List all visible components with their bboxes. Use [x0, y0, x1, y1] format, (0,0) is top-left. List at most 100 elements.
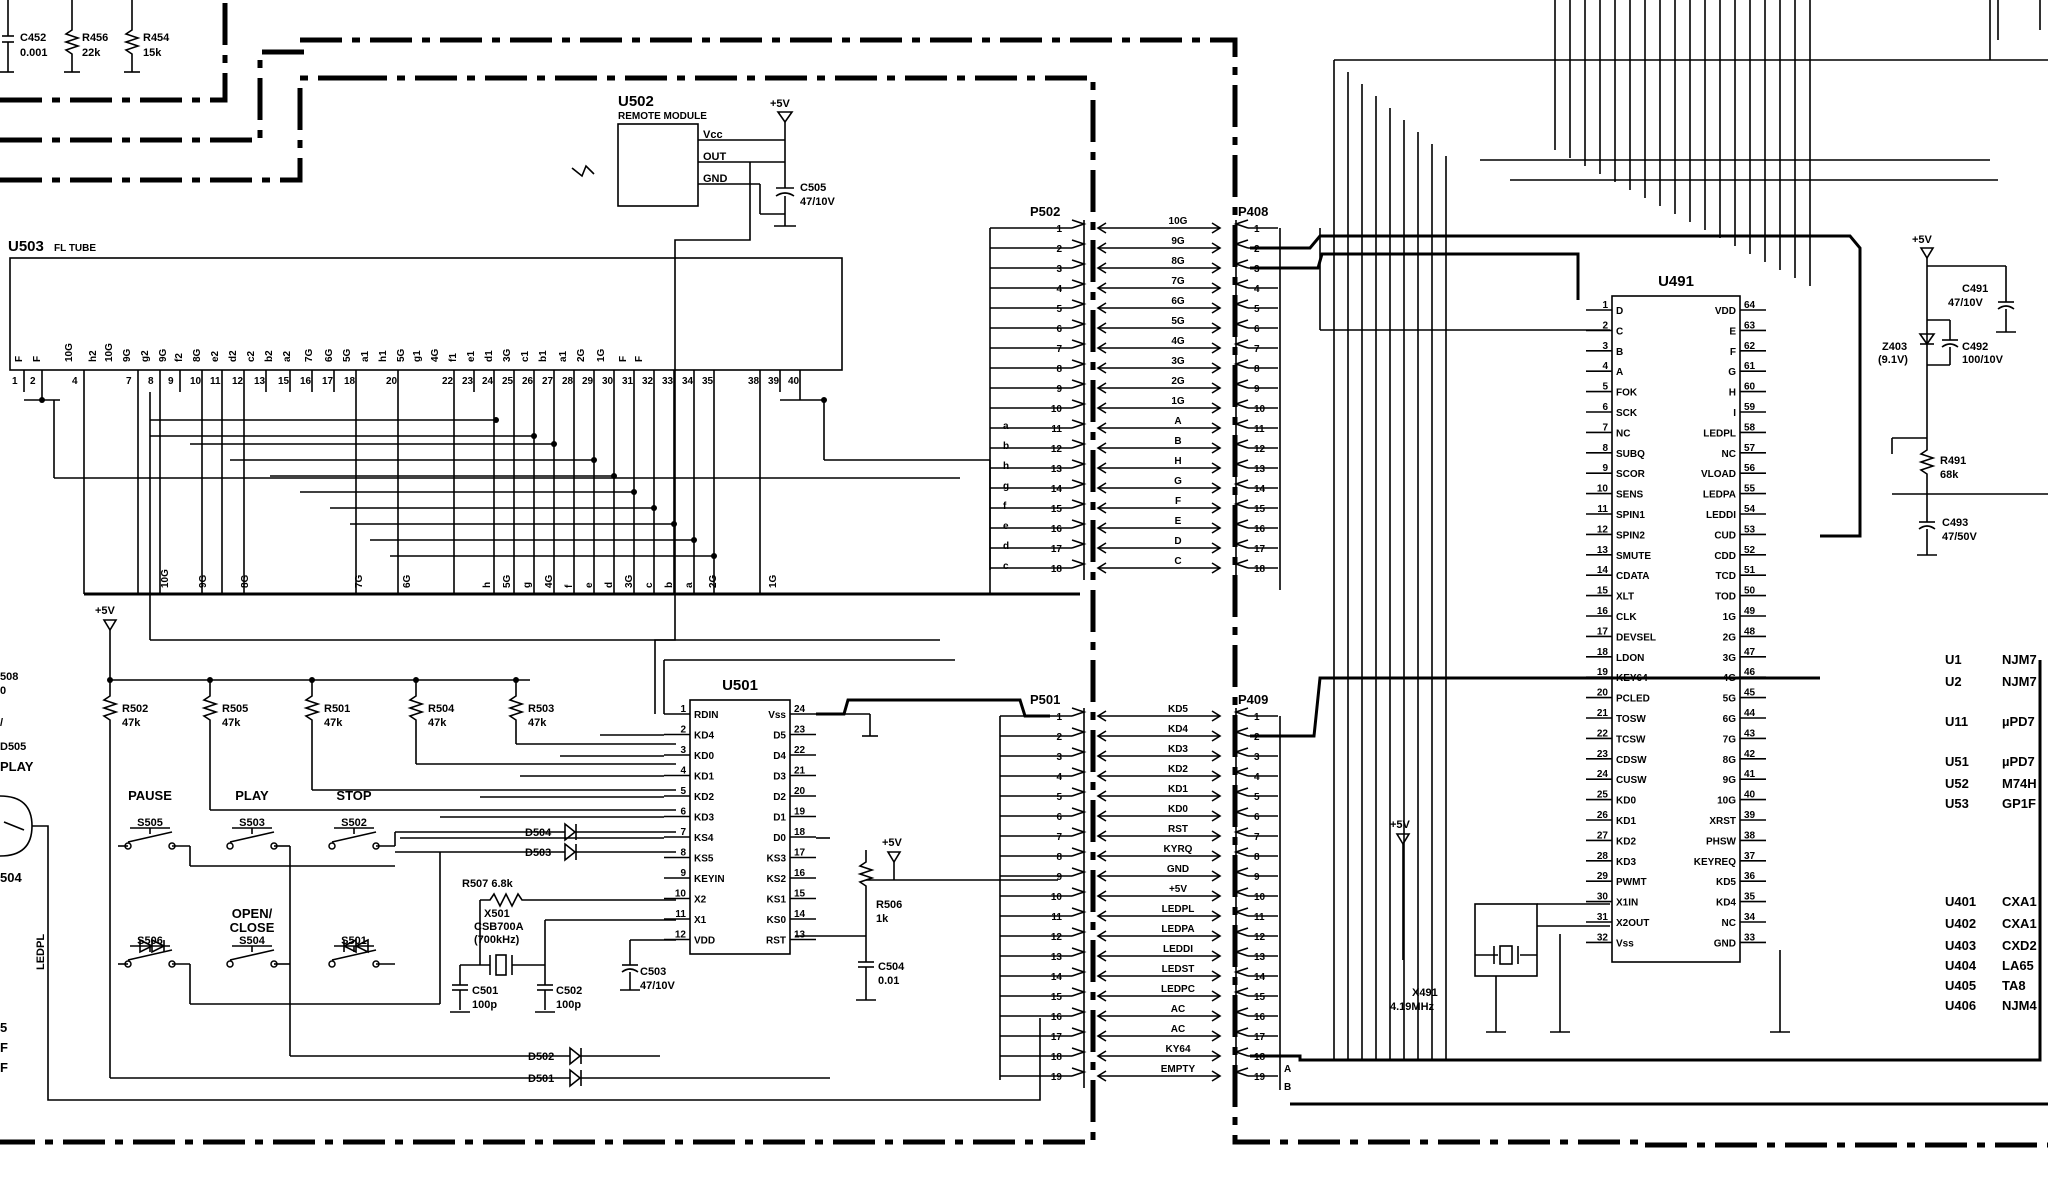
fl-tube-pin-label: e2 — [210, 350, 221, 362]
u491-pin-number: 12 — [1597, 524, 1609, 535]
u491-pin-number: 63 — [1744, 320, 1756, 331]
p501-signal: LEDPC — [1161, 984, 1195, 995]
arrow-head — [1096, 890, 1107, 902]
connector-zigzag — [1233, 987, 1249, 997]
pullup-value: 47k — [122, 717, 141, 729]
u491-pin-number: 16 — [1597, 606, 1609, 617]
fan-out-label: 8G — [240, 574, 251, 588]
p501-pin: 8 — [1056, 852, 1062, 863]
connector-zigzag — [1071, 219, 1087, 229]
connector-zigzag — [1233, 727, 1249, 737]
p409-pin: 3 — [1254, 752, 1260, 763]
ic-list-part: LA65 — [2002, 958, 2034, 973]
fl-tube-pin-label: 5G — [342, 348, 353, 362]
connector-zigzag — [1071, 439, 1087, 449]
u491-pin-number: 37 — [1744, 851, 1756, 862]
arrow-head — [1211, 870, 1222, 882]
p502-pin: 12 — [1051, 444, 1063, 455]
arrow-head — [1211, 382, 1222, 394]
pullup-value: 47k — [222, 717, 241, 729]
connector-zigzag — [1233, 1047, 1249, 1057]
arrow-head — [1211, 242, 1222, 254]
u491-pin-number: 60 — [1744, 382, 1756, 393]
connector-zigzag — [1233, 787, 1249, 797]
u491-pin-number: 55 — [1744, 484, 1756, 495]
arrow-head — [1096, 750, 1107, 762]
fl-tube-pin-number: 1 — [12, 376, 18, 387]
fl-tube-pin-number: 30 — [602, 376, 614, 387]
plus5-r506: +5V — [882, 837, 903, 849]
junction-dot — [711, 553, 717, 559]
connector-zigzag — [1071, 479, 1087, 489]
p408-pin: 18 — [1254, 564, 1266, 575]
pullup-ref: R504 — [428, 703, 455, 715]
u491-support: +5V C491 47/10V Z403 (9.1V) C492 100/10V… — [1390, 234, 2048, 1033]
connector-zigzag — [1233, 1027, 1249, 1037]
connector-zigzag — [1071, 1047, 1087, 1057]
u491-pin-number: 2 — [1602, 320, 1608, 331]
left-play: PLAY — [0, 759, 34, 774]
arrow-head — [1211, 770, 1222, 782]
p502-pin: 7 — [1056, 344, 1062, 355]
arrow-head — [1096, 1050, 1107, 1062]
u501-pin-name: KD3 — [694, 813, 714, 824]
u501-body — [689, 699, 791, 955]
p408-pin: 15 — [1254, 504, 1266, 515]
connector-zigzag — [1233, 339, 1249, 349]
u491-pin-number: 29 — [1597, 871, 1609, 882]
p501-pin: 7 — [1056, 832, 1062, 843]
p502-pin: 13 — [1051, 464, 1063, 475]
u501-pin-number: 9 — [680, 868, 686, 879]
ic-list-ref: U51 — [1945, 754, 1969, 769]
wire — [127, 831, 173, 843]
fan-out-label: 7G — [354, 574, 365, 588]
u501-pin-number: 22 — [794, 745, 806, 756]
p408-pin: 14 — [1254, 484, 1266, 495]
fl-tube-pin-number: 4 — [72, 376, 78, 387]
oscillator-x501: R507 6.8k X501 CSB700A (700kHz) C501 100… — [450, 837, 1058, 1013]
u491-pin-number: 9 — [1602, 463, 1608, 474]
fl-tube-pin-label: F — [32, 356, 43, 362]
x491-ref: X491 — [1412, 987, 1438, 999]
arrow-head — [1096, 222, 1107, 234]
remote-module-u502: U502 REMOTE MODULE Vcc OUT GND +5V C505 … — [571, 93, 836, 714]
connector-zigzag — [1071, 807, 1087, 817]
p502-signal: 10G — [1169, 216, 1188, 227]
u491-pin-name: CUSW — [1616, 775, 1647, 786]
fl-tube-pin-label: 10G — [64, 343, 75, 362]
u501-pin-number: 24 — [794, 704, 806, 715]
fl-tube-pin-number: 7 — [126, 376, 132, 387]
arrow-head — [1096, 1030, 1107, 1042]
fl-tube-pin-label: a2 — [282, 350, 293, 362]
connector-zigzag — [1071, 787, 1087, 797]
r507-label: R507 6.8k — [462, 878, 514, 890]
ic-list-ref: U11 — [1945, 714, 1968, 729]
connector-zigzag — [1071, 1067, 1087, 1077]
u491-pin-number: 52 — [1744, 545, 1756, 556]
fl-tube-pin-label: b1 — [538, 350, 549, 362]
arrow-head — [1096, 930, 1107, 942]
u491-pin-name: NC — [1722, 449, 1736, 460]
fl-tube-pin-number: 27 — [542, 376, 554, 387]
u491-pin-name: B — [1616, 347, 1623, 358]
r456-label: R456 — [82, 32, 108, 44]
left-slash: / — [0, 717, 3, 729]
connector-zigzag — [1233, 419, 1249, 429]
u501-pin-number: 14 — [794, 909, 806, 920]
p502-pin: 18 — [1051, 564, 1063, 575]
u501-ref: U501 — [722, 677, 758, 694]
connector-zigzag — [1071, 1007, 1087, 1017]
wire — [331, 831, 377, 843]
u491-pin-name: PHSW — [1706, 836, 1737, 847]
fl-tube-pin-number: 24 — [482, 376, 494, 387]
u491-pin-name: TCSW — [1616, 734, 1646, 745]
arrow-head — [1211, 542, 1222, 554]
u491-pin-name: CDSW — [1616, 755, 1647, 766]
c505-ref: C505 — [800, 182, 826, 194]
fl-tube-pin-number: 13 — [254, 376, 266, 387]
u501-pin-name: KD2 — [694, 792, 714, 803]
u491-pin-name: SCOR — [1616, 469, 1646, 480]
arrow-head — [1211, 502, 1222, 514]
p408-pin: 8 — [1254, 364, 1260, 375]
u491-pin-number: 31 — [1597, 912, 1609, 923]
